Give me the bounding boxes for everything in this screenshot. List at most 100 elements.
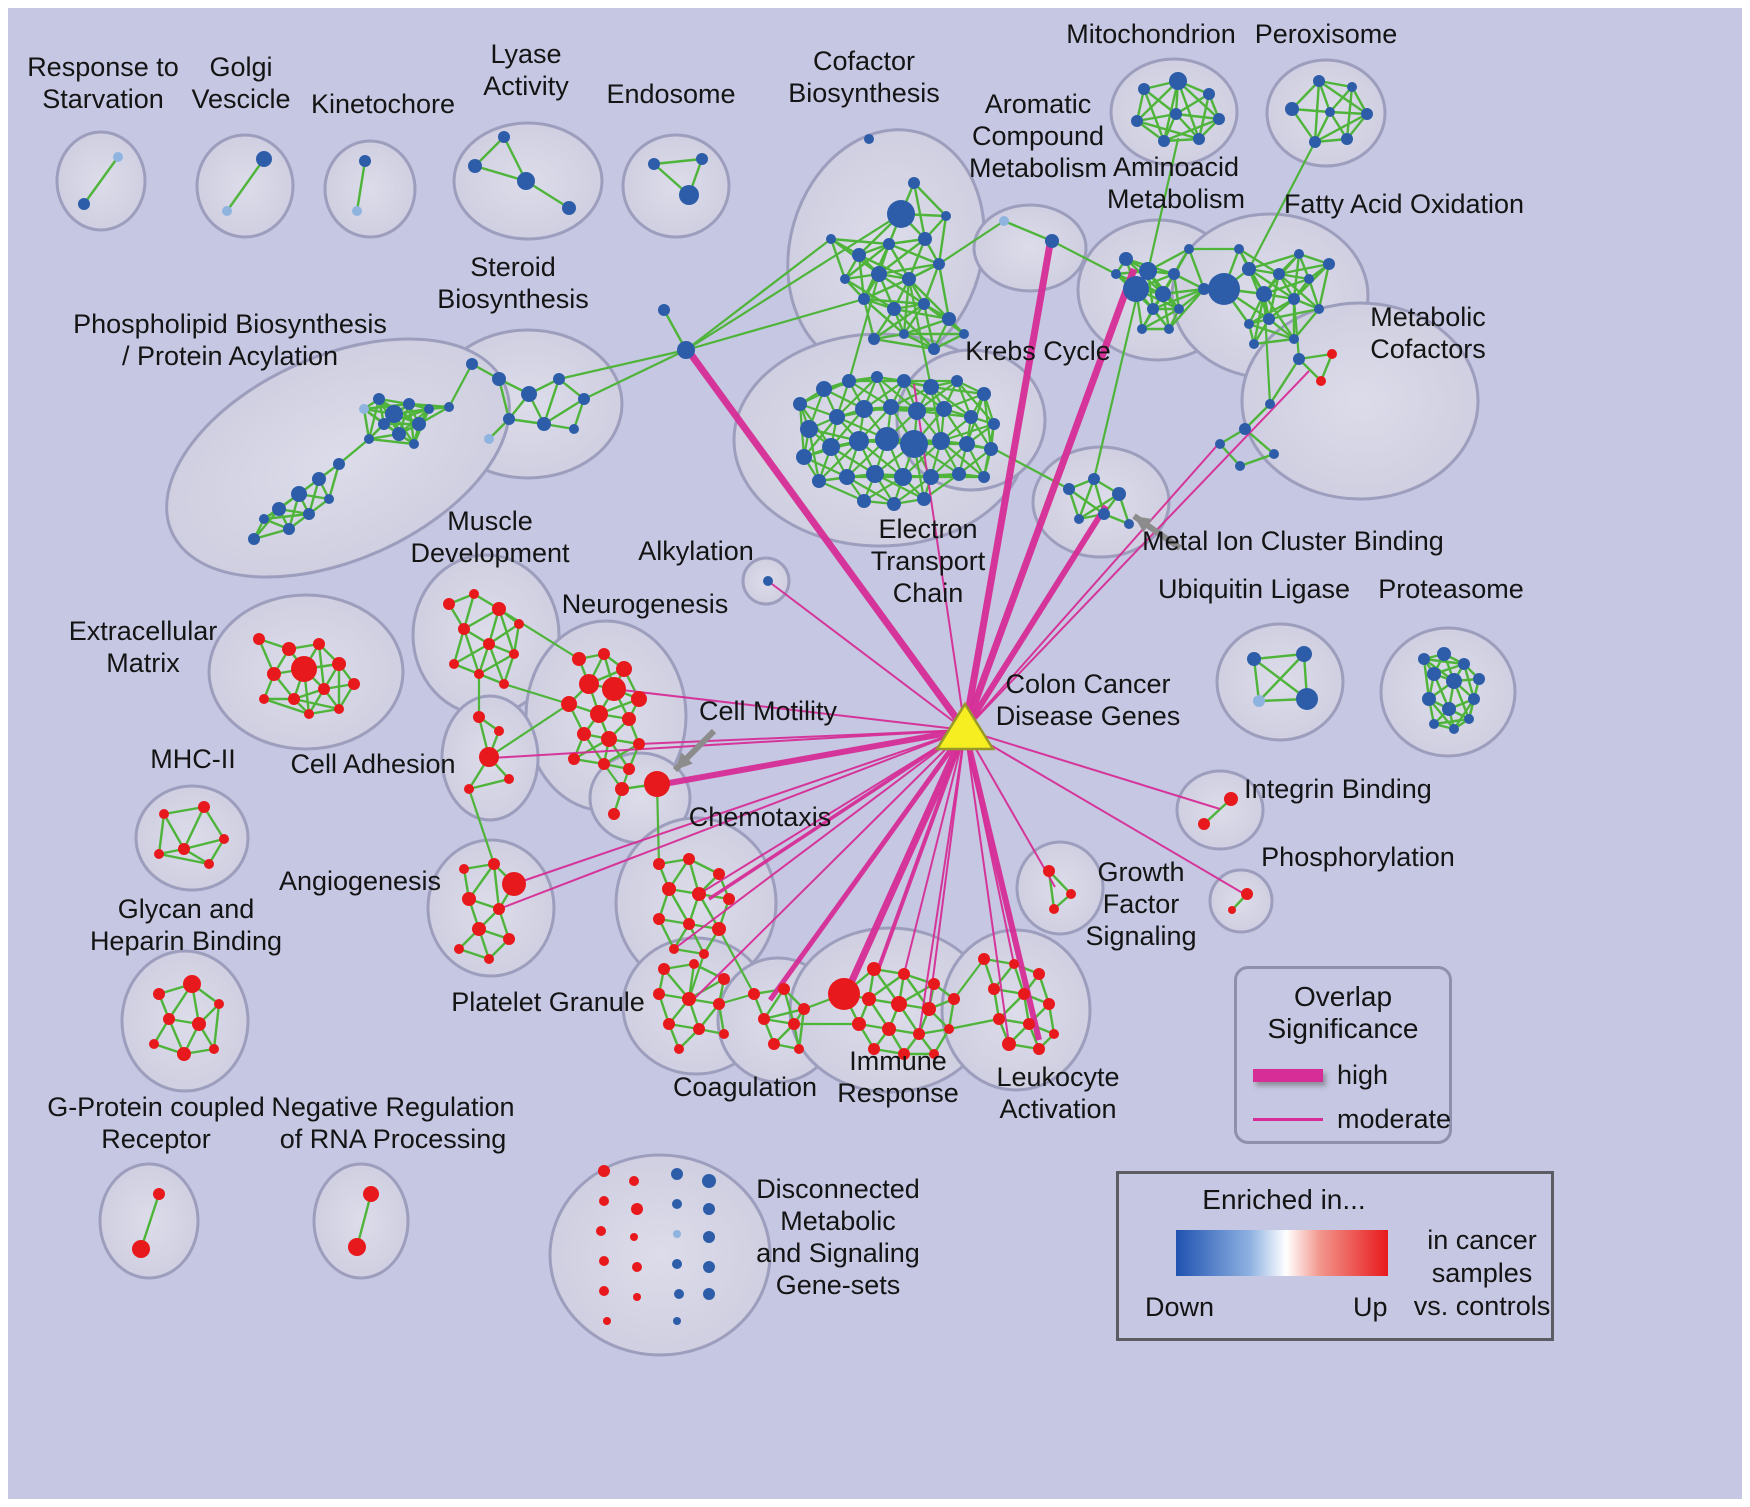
cluster-ellipse-angiogenesis	[426, 838, 556, 978]
node-krebs-etc	[959, 436, 975, 452]
overlap-edge-high	[961, 267, 1138, 732]
node-extracellular-matrix	[332, 657, 346, 671]
metal-ion-arrow-head	[1134, 516, 1153, 533]
gene-set-edge	[162, 813, 186, 850]
node-platelet-granule	[719, 1029, 729, 1039]
node-cofactor-biosynthesis	[959, 329, 969, 339]
node-platelet-granule	[693, 1023, 705, 1035]
node-krebs-etc	[917, 492, 931, 506]
node-metal-ion-cluster-binding	[1098, 508, 1110, 520]
node-cofactor-biosynthesis	[918, 298, 930, 310]
node-disconnected-gene-sets	[598, 1165, 610, 1177]
node-peroxisome	[1309, 136, 1321, 148]
node-angiogenesis	[472, 922, 486, 936]
node-cofactor-biosynthesis	[871, 266, 887, 282]
gene-set-edge	[462, 593, 476, 630]
node-neurogenesis	[572, 652, 586, 666]
node-cofactor-biosynthesis	[852, 248, 866, 262]
overlap-legend-title: Overlap Significance	[1237, 981, 1449, 1045]
node-extracellular-matrix	[291, 656, 317, 682]
gene-set-edge	[603, 742, 640, 766]
node-phospholipid-protein-acylation	[444, 402, 454, 412]
node-immune-response	[928, 978, 940, 990]
node-golgi-vescicle	[222, 206, 232, 216]
gene-set-edge	[202, 806, 226, 840]
node-junction	[658, 304, 670, 316]
node-phospholipid-protein-acylation	[283, 523, 295, 535]
node-disconnected-gene-sets	[674, 1289, 684, 1299]
gene-set-edge	[158, 852, 210, 866]
node-extracellular-matrix	[348, 678, 360, 690]
node-fatty-acid-oxidation	[1323, 258, 1335, 270]
gene-set-edge	[468, 777, 510, 791]
node-krebs-etc	[871, 371, 883, 383]
node-phospholipid-protein-acylation	[259, 514, 269, 524]
overlap-edge-high	[767, 728, 968, 1002]
down-label: Down	[1145, 1292, 1215, 1322]
layer-overlap	[490, 243, 1310, 1045]
node-proteasome	[1427, 667, 1441, 681]
node-fatty-acid-oxidation	[1288, 293, 1300, 305]
gene-set-edge	[362, 408, 371, 440]
gene-set-edge	[462, 628, 481, 675]
gene-set-edge	[862, 298, 876, 340]
gene-set-edge	[1258, 653, 1305, 702]
node-peroxisome	[1313, 75, 1325, 87]
gene-set-edge	[1077, 478, 1096, 520]
node-aminoacid-metabolism	[1123, 276, 1149, 302]
node-lyase-activity	[468, 159, 482, 173]
node-neurogenesis	[577, 727, 591, 741]
node-proteasome	[1473, 673, 1485, 685]
node-glycan-heparin-binding	[149, 1039, 159, 1049]
node-angiogenesis	[488, 858, 500, 870]
overlap-moderate-row: moderate	[1253, 1104, 1451, 1134]
gene-set-edge	[1313, 80, 1321, 143]
overlap-edge-moderate	[673, 729, 966, 950]
node-cofactor-biosynthesis	[908, 177, 920, 189]
gene-set-edge	[1292, 253, 1301, 300]
node-krebs-etc	[883, 399, 899, 415]
gene-set-edge	[157, 813, 166, 855]
gene-set-edge	[1253, 652, 1305, 661]
node-angiogenesis	[454, 944, 464, 954]
node-krebs-etc	[988, 418, 1000, 430]
overlap-significance-legend: Overlap Significance high moderate	[1234, 966, 1452, 1144]
node-chemotaxis	[713, 868, 725, 880]
overlap-edge-moderate	[964, 729, 1221, 810]
node-immune-response	[862, 992, 876, 1006]
node-disconnected-gene-sets	[703, 1261, 715, 1273]
enriched-note-line2: samples	[1431, 1258, 1533, 1288]
gene-set-link	[684, 237, 833, 352]
enriched-in-legend: Enriched in... Down Up in cancer samples…	[1116, 1171, 1554, 1341]
gene-set-edge	[1433, 717, 1470, 726]
overlap-edge-high	[687, 350, 968, 733]
node-neurogenesis	[631, 691, 647, 707]
node-neurogenesis	[579, 674, 599, 694]
gene-set-edge	[163, 805, 205, 816]
label-angiogenesis: Angiogenesis	[279, 866, 441, 896]
node-phospholipid-protein-acylation	[312, 472, 326, 486]
node-phospholipid-protein-acylation	[385, 405, 403, 423]
node-extracellular-matrix	[288, 693, 300, 705]
node-aminoacid-metabolism	[1147, 303, 1159, 315]
overlap-edge-moderate	[964, 370, 1310, 731]
node-proteasome	[1442, 702, 1456, 716]
node-leukocyte-activation	[1043, 998, 1055, 1010]
node-fatty-acid-oxidation	[1273, 268, 1285, 280]
gene-set-edge	[458, 947, 490, 961]
node-leukocyte-activation	[1018, 988, 1030, 1000]
gene-set-edge	[673, 947, 705, 956]
node-phospholipid-protein-acylation	[303, 508, 315, 520]
gene-set-edge	[338, 438, 370, 465]
node-krebs-etc	[796, 449, 812, 465]
node-response-to-starvation	[78, 198, 90, 210]
node-extracellular-matrix	[318, 683, 330, 695]
overlap-edge-moderate	[964, 729, 1015, 965]
node-leukocyte-activation	[1023, 1018, 1035, 1030]
node-fatty-acid-oxidation	[1208, 273, 1240, 305]
